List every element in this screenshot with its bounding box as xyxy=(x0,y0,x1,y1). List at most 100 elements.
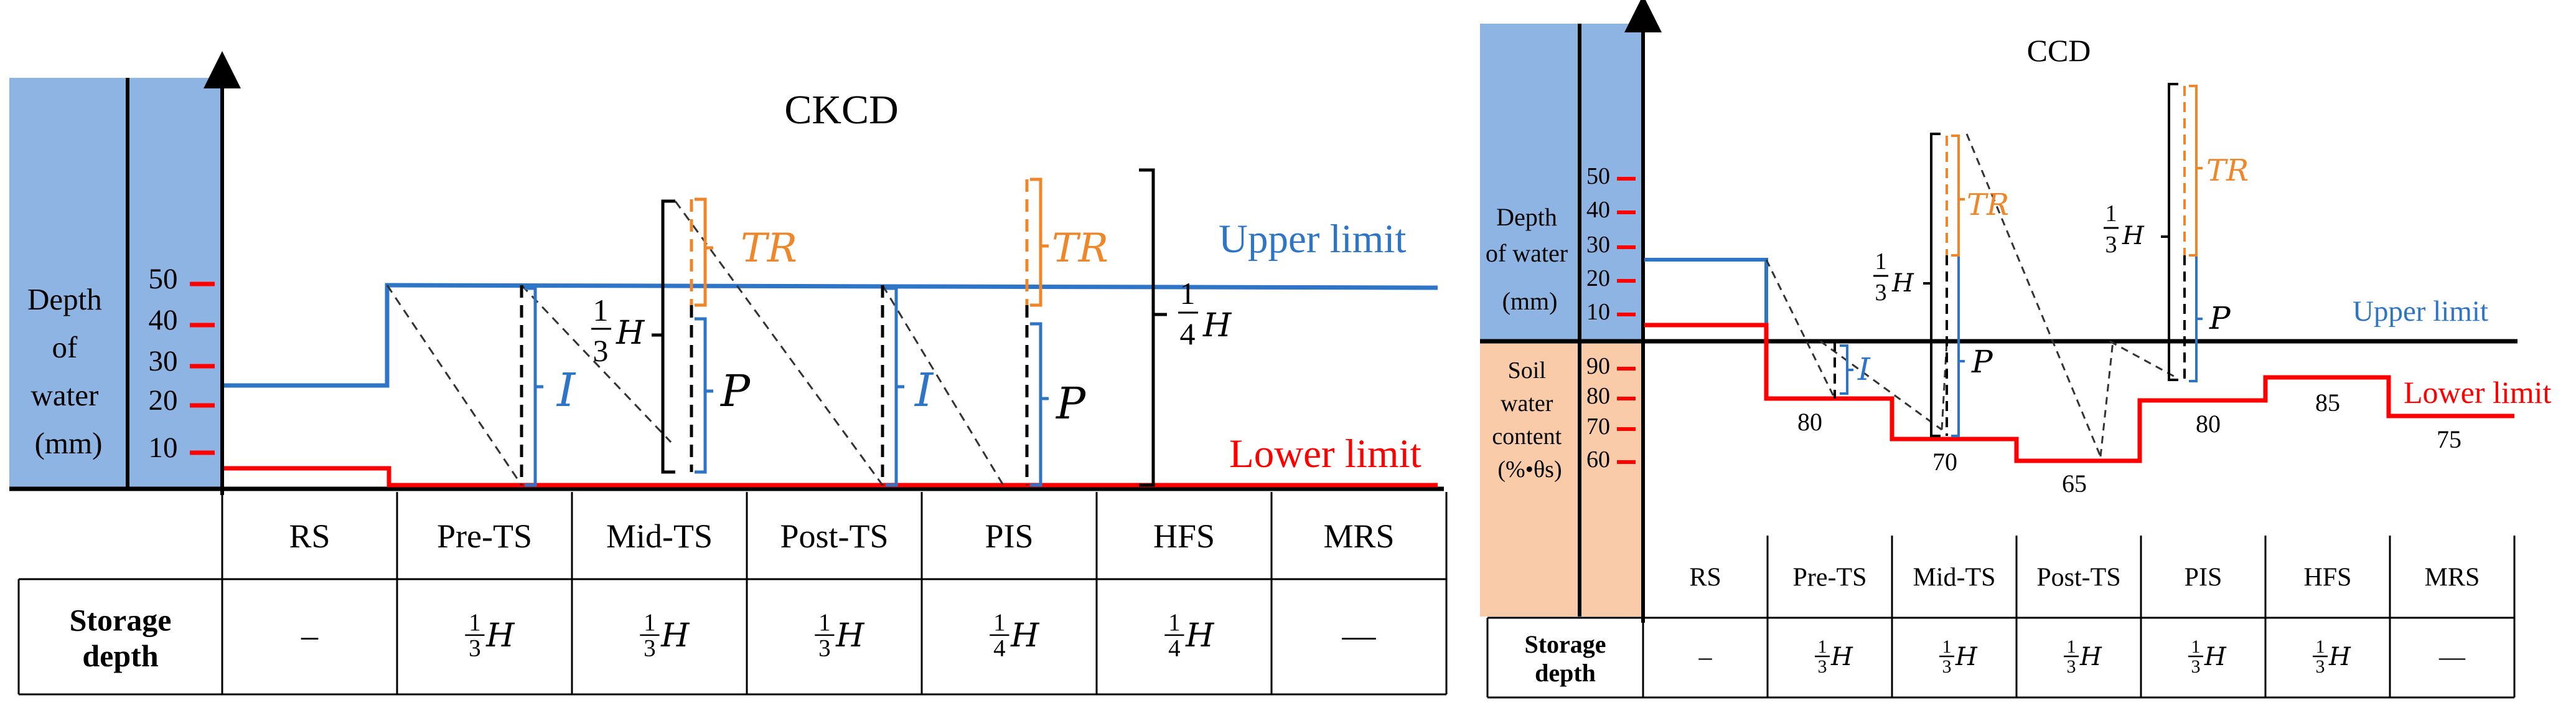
ckcd-upper-limit-label: Upper limit xyxy=(1219,217,1406,262)
ccd-water-axis-label: Depth of water (mm) xyxy=(1486,203,1574,315)
stage-header-post-ts: Post-TS xyxy=(780,517,888,555)
frac-numerator: 1 xyxy=(1875,248,1887,275)
storage-frac-num: 1 xyxy=(469,609,481,636)
ckcd-third-h-label: 1 3 H xyxy=(591,293,645,368)
storage-frac-num: 1 xyxy=(1168,609,1181,636)
ccd-drawdown-lines xyxy=(1765,133,2179,457)
frac-variable: H xyxy=(2122,222,2145,250)
storage-frac-num: 1 xyxy=(2067,636,2076,657)
ccd-i1-label: I xyxy=(1857,351,1871,387)
ckcd-tr2-bracket xyxy=(1030,177,1049,307)
stage-header-pre-ts: Pre-TS xyxy=(1793,564,1867,592)
ckcd-tr1-bracket xyxy=(695,197,713,307)
ccd-tr2-label: TR xyxy=(2206,153,2249,188)
ccd-i1-bracket xyxy=(1840,344,1853,395)
stage-header-pre-ts: Pre-TS xyxy=(437,517,532,555)
ccd-tick-label: 40 xyxy=(1586,197,1610,223)
ccd-tr-dashes xyxy=(1946,86,2186,255)
ccd-p1-bracket xyxy=(1951,254,1965,437)
storage-frac-den: 3 xyxy=(1818,656,1827,677)
ckcd-ticks: 50 40 30 20 10 xyxy=(149,263,215,464)
ckcd-tr2-label: TR xyxy=(1052,225,1108,272)
stage-header-mid-ts: Mid-TS xyxy=(1913,564,1995,592)
ccd-tick-label: 60 xyxy=(1586,447,1610,473)
ckcd-panel: CKCD Depth of water (mm) 50 40 30 20 10 … xyxy=(9,51,1448,696)
ckcd-y-axis-label: Depth of water (mm) xyxy=(27,282,110,460)
stage-header-hfs: HFS xyxy=(2303,564,2351,592)
ckcd-p2-bracket xyxy=(1030,322,1049,487)
ckcd-p2-label: P xyxy=(1055,378,1087,429)
ccd-tick-label: 10 xyxy=(1586,299,1610,325)
storage-value-dash: — xyxy=(1342,617,1377,654)
storage-frac-num: 1 xyxy=(644,609,656,636)
storage-frac-den: 3 xyxy=(469,635,481,662)
frac-variable: H xyxy=(1202,307,1232,344)
ckcd-lower-limit-label: Lower limit xyxy=(1229,432,1421,476)
storage-frac-var: H xyxy=(2204,643,2227,671)
storage-frac-den: 3 xyxy=(2316,656,2325,677)
stage-header-post-ts: Post-TS xyxy=(2036,564,2120,592)
ckcd-tr-dashes xyxy=(690,179,1029,305)
ckcd-i1-label: I xyxy=(556,364,576,417)
ccd-upper-limit-line xyxy=(1644,258,1768,341)
storage-frac-var: H xyxy=(2328,643,2351,671)
ccd-third-h-label-1: 1 3 H xyxy=(1873,248,1914,306)
storage-frac-den: 3 xyxy=(1942,656,1952,677)
ccd-tr2-bracket xyxy=(2189,85,2203,257)
storage-value-dash: — xyxy=(2438,643,2466,672)
storage-frac-var: H xyxy=(1830,643,1853,671)
ccd-tr1-bracket xyxy=(1951,135,1965,257)
frac-numerator: 1 xyxy=(2105,201,2117,227)
ccd-lower-limit-label: Lower limit xyxy=(2404,375,2552,410)
stage-header-pis: PIS xyxy=(2185,564,2222,592)
ccd-third-h-bracket-1 xyxy=(1923,133,1941,437)
storage-frac-den: 3 xyxy=(818,635,831,662)
ccd-third-h-label-2: 1 3 H xyxy=(2104,201,2145,258)
ckcd-tick-label: 40 xyxy=(149,304,178,336)
ccd-p2-bracket xyxy=(2189,254,2203,382)
ccd-soil-axis-panel xyxy=(1480,341,1642,617)
storage-frac-var: H xyxy=(485,617,515,654)
ckcd-tick-label: 20 xyxy=(149,384,178,417)
ckcd-third-h-bracket xyxy=(652,199,675,474)
frac-denominator: 4 xyxy=(1180,316,1196,351)
ckcd-tick-label: 10 xyxy=(149,432,178,464)
ccd-soil-axis-label: Soil water content (%•θs) xyxy=(1492,357,1567,483)
frac-numerator: 1 xyxy=(593,293,609,328)
ccd-lower-value: 70 xyxy=(1932,448,1957,476)
ckcd-i1-bracket xyxy=(525,286,543,487)
stage-header-mrs: MRS xyxy=(2425,564,2480,592)
ccd-vertical-dashes xyxy=(1834,255,2186,436)
storage-frac-var: H xyxy=(660,617,690,654)
storage-frac-num: 1 xyxy=(818,609,831,636)
storage-frac-den: 3 xyxy=(2191,656,2201,677)
storage-frac-num: 1 xyxy=(2316,636,2325,657)
frac-variable: H xyxy=(616,314,645,352)
ckcd-drawdown-lines xyxy=(386,201,1005,486)
stage-header-rs: RS xyxy=(289,517,330,555)
ccd-tick-label: 50 xyxy=(1586,163,1610,189)
storage-frac-num: 1 xyxy=(1942,636,1952,657)
ccd-water-axis-panel xyxy=(1480,24,1642,341)
storage-frac-num: 1 xyxy=(993,609,1006,636)
storage-value-dash: – xyxy=(1698,643,1713,672)
ccd-tick-label: 70 xyxy=(1586,413,1610,440)
frac-denominator: 3 xyxy=(593,333,609,368)
ccd-tick-label: 20 xyxy=(1586,265,1610,291)
ckcd-quarter-h-label: 1 4 H xyxy=(1178,276,1232,351)
frac-variable: H xyxy=(1891,269,1914,298)
ccd-p1-label: P xyxy=(1971,344,1993,380)
ckcd-tr1-label: TR xyxy=(741,225,797,272)
storage-frac-var: H xyxy=(1010,617,1040,654)
stage-header-pis: PIS xyxy=(985,517,1033,555)
ccd-lower-value: 80 xyxy=(1797,408,1822,436)
ckcd-lower-limit-line xyxy=(224,466,1438,488)
stage-header-rs: RS xyxy=(1689,564,1721,592)
ccd-upper-limit-label: Upper limit xyxy=(2353,295,2488,328)
ckcd-water-axis-panel xyxy=(9,78,221,490)
